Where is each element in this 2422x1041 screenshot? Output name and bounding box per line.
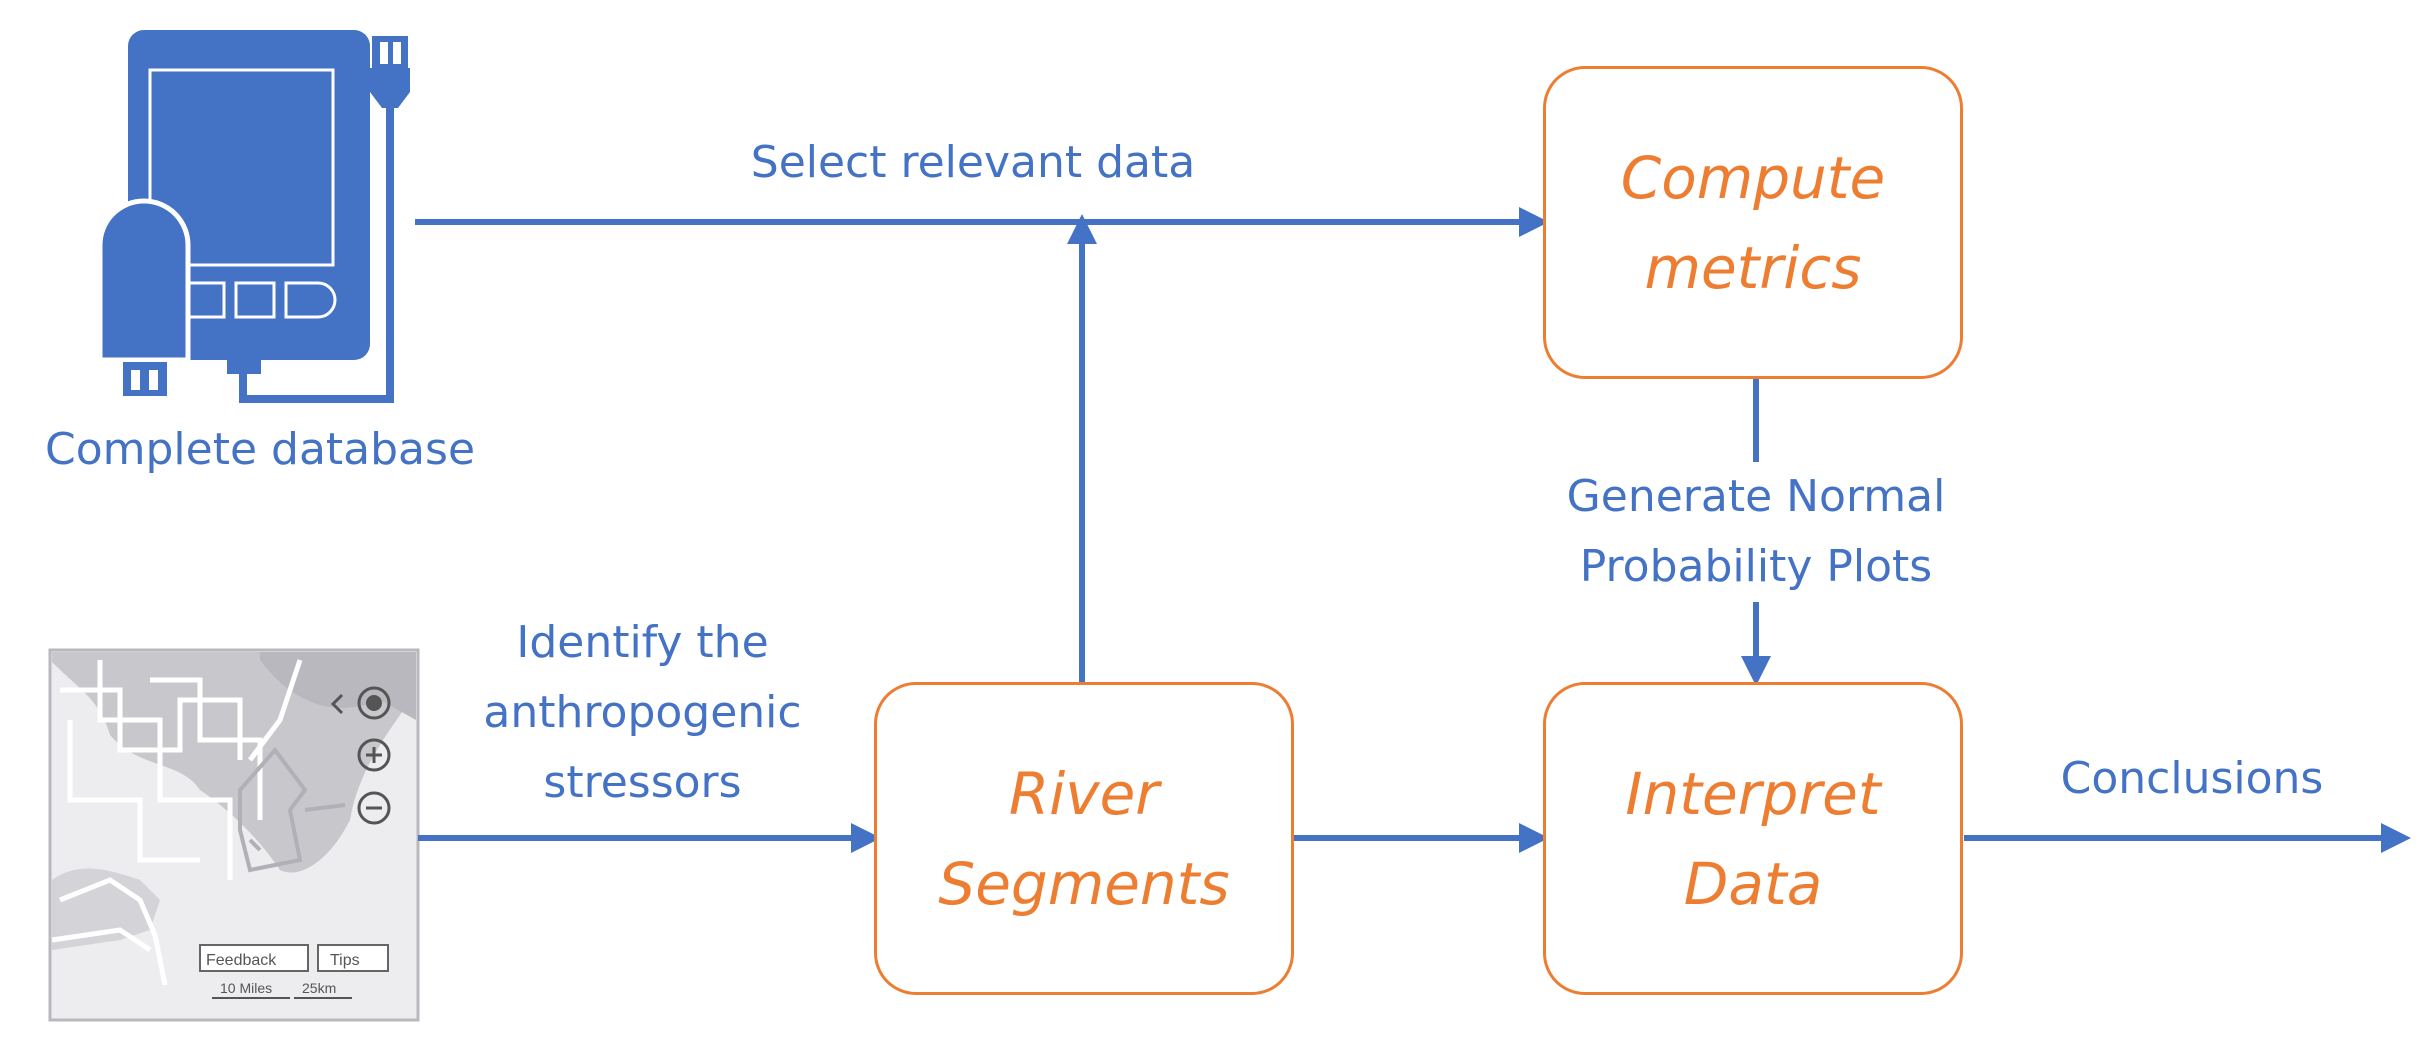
- identify-stressors-label: Identify the anthropogenic stressors: [420, 608, 865, 818]
- database-server-icon: [97, 30, 410, 403]
- compute-metrics-line2: metrics: [1644, 233, 1862, 302]
- generate-line2: Probability Plots: [1579, 541, 1933, 592]
- interpret-data-box: Interpret Data: [1543, 682, 1963, 995]
- river-segments-box: River Segments: [874, 682, 1294, 995]
- interpret-data-line1: Interpret: [1625, 759, 1881, 828]
- interpret-data-line2: Data: [1683, 849, 1823, 918]
- compute-metrics-box: Compute metrics: [1543, 66, 1963, 379]
- river-segments-line1: River: [1008, 759, 1160, 828]
- map-icon: Feedback Tips 10 Miles 25km: [48, 648, 420, 1022]
- river-segments-line2: Segments: [938, 849, 1230, 918]
- map-scale-km: 25km: [302, 980, 336, 996]
- database-label: Complete database: [44, 424, 476, 475]
- generate-line1: Generate Normal: [1566, 471, 1946, 522]
- identify-line3: stressors: [543, 757, 742, 808]
- identify-line1: Identify the: [516, 617, 769, 668]
- map-feedback-label: Feedback: [206, 952, 277, 969]
- generate-plots-label: Generate Normal Probability Plots: [1506, 462, 2006, 602]
- conclusions-label: Conclusions: [2060, 753, 2324, 804]
- map-tips-label: Tips: [330, 952, 360, 969]
- map-scale-miles: 10 Miles: [220, 980, 272, 996]
- compute-metrics-line1: Compute: [1620, 143, 1886, 212]
- select-relevant-data-label: Select relevant data: [750, 137, 1196, 188]
- identify-line2: anthropogenic: [483, 687, 802, 738]
